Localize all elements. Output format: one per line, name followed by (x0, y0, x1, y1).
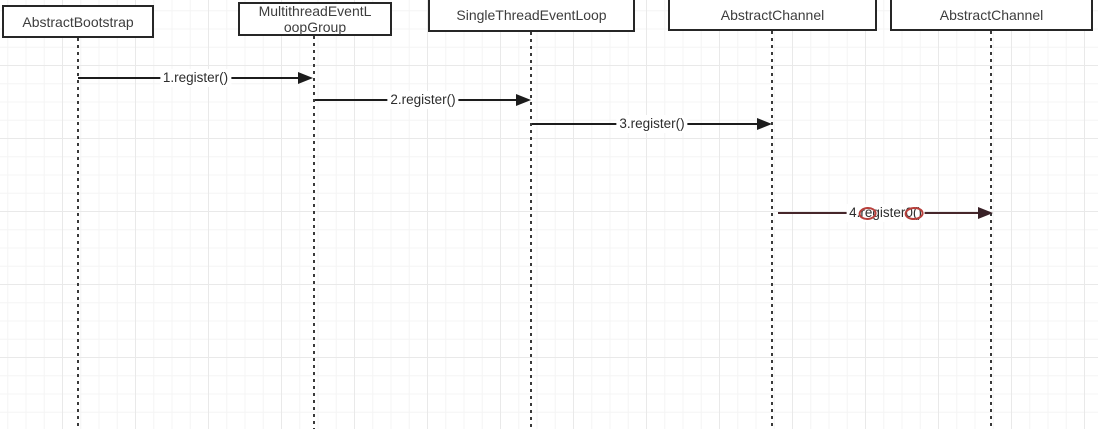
lifeline-abstract-channel-1 (771, 31, 773, 429)
message-4-label-text: 4.register0() (849, 205, 922, 220)
message-3-label: 3.register() (616, 115, 688, 133)
message-2-arrowhead-icon (516, 94, 531, 106)
message-3-register: 3.register() (532, 115, 772, 133)
actor-box-multithread-event-loop-group[interactable]: MultithreadEventL oopGroup (238, 2, 392, 36)
message-3-arrowhead-icon (757, 118, 772, 130)
message-1-register: 1.register() (78, 69, 313, 87)
lifeline-single-thread-event-loop (530, 32, 532, 429)
lifeline-abstract-channel-2 (990, 31, 992, 429)
actor-box-abstract-channel-1[interactable]: AbstractChannel (668, 0, 877, 31)
message-2-label: 2.register() (387, 91, 459, 109)
message-4-arrowhead-icon (978, 207, 993, 219)
actor-box-single-thread-event-loop[interactable]: SingleThreadEventLoop (428, 0, 635, 32)
lifeline-abstract-bootstrap (77, 38, 79, 429)
actor-box-abstract-channel-2[interactable]: AbstractChannel (890, 0, 1093, 31)
actor-box-abstract-bootstrap[interactable]: AbstractBootstrap (2, 5, 154, 38)
message-4-register0: 4.register0() (778, 204, 993, 222)
lifeline-multithread-event-loop-group (313, 36, 315, 429)
message-2-register: 2.register() (315, 91, 531, 109)
message-1-arrowhead-icon (298, 72, 313, 84)
message-1-label: 1.register() (159, 69, 232, 87)
message-4-label: 4.register0() (846, 204, 925, 222)
